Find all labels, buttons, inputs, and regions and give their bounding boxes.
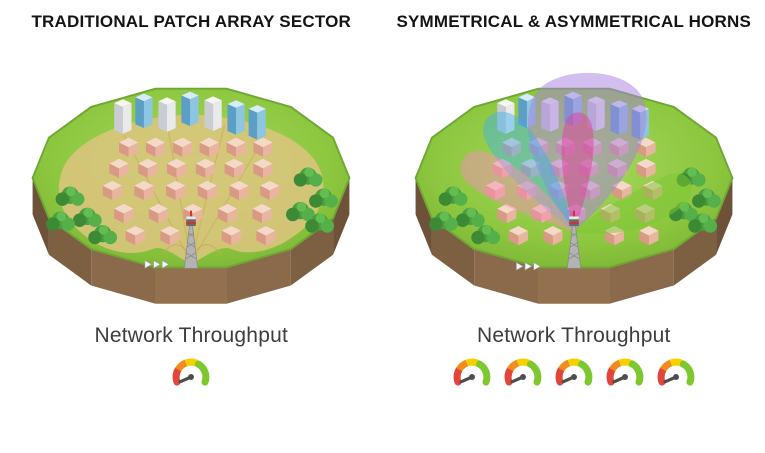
- gauge-segment-orange: [506, 359, 520, 372]
- panel-title-traditional: TRADITIONAL PATCH ARRAY SECTOR: [31, 12, 352, 31]
- traditional-illustration: [31, 87, 351, 305]
- gauge-segment-green: [195, 360, 210, 386]
- gauge-segment-red: [172, 366, 182, 386]
- panel-horns: SYMMETRICAL & ASYMMETRICAL HORNS Network…: [383, 0, 765, 453]
- gauge-hub: [468, 374, 475, 380]
- gauge-segment-orange: [608, 359, 622, 372]
- gauge-segment-red: [453, 366, 463, 386]
- horns-illustration: [414, 72, 734, 305]
- gauge-segment-red: [504, 366, 514, 386]
- throughput-gauge-icon: [604, 356, 645, 398]
- gauge-hub: [621, 374, 628, 380]
- throughput-label-traditional: Network Throughput: [94, 324, 288, 347]
- throughput-gauge-icon: [451, 356, 492, 398]
- gauge-row-horns: [451, 356, 697, 398]
- gauge-segment-green: [577, 360, 593, 386]
- gauge-hub: [188, 374, 195, 380]
- gauge-segment-orange: [455, 359, 469, 372]
- throughput-label-horns: Network Throughput: [477, 324, 671, 347]
- gauge-segment-green: [628, 360, 644, 386]
- throughput-gauge-icon: [502, 356, 543, 398]
- gauge-segment-orange: [175, 359, 188, 372]
- gauge-segment-green: [679, 360, 695, 386]
- traditional-scene: [12, 34, 370, 322]
- panel-title-horns: SYMMETRICAL & ASYMMETRICAL HORNS: [396, 12, 752, 31]
- gauge-segment-red: [657, 366, 667, 386]
- gauge-row-traditional: [170, 356, 212, 398]
- gauge-segment-green: [475, 360, 491, 386]
- gauge-hub: [519, 374, 526, 380]
- gauge-segment-green: [526, 360, 542, 386]
- gauge-hub: [570, 374, 577, 380]
- beam-magenta: [561, 112, 594, 232]
- throughput-gauge-icon: [553, 356, 594, 398]
- panel-traditional: TRADITIONAL PATCH ARRAY SECTOR Network T…: [12, 12, 370, 398]
- gauge-segment-red: [555, 366, 565, 386]
- gauge-segment-orange: [557, 359, 571, 372]
- gauge-segment-orange: [659, 359, 673, 372]
- horns-scene: [395, 34, 753, 322]
- beam-pink: [460, 150, 574, 232]
- gauge-segment-red: [606, 366, 616, 386]
- throughput-gauge-icon: [171, 356, 212, 398]
- throughput-gauge-icon: [655, 356, 696, 398]
- beam-green: [573, 173, 692, 234]
- gauge-hub: [672, 374, 679, 380]
